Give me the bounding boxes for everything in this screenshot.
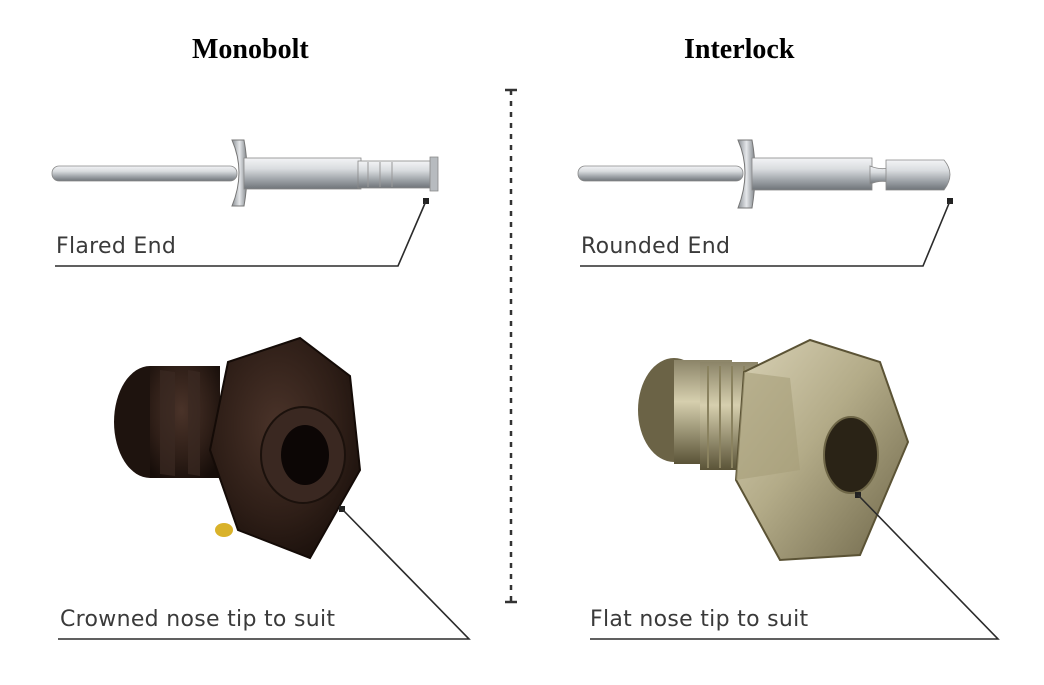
monobolt-title: Monobolt <box>192 34 309 65</box>
interlock-nose-tip-image <box>638 338 910 562</box>
flared-end-label: Flared End <box>56 234 177 259</box>
rounded-end-label: Rounded End <box>581 234 731 259</box>
monobolt-rivet-image <box>51 139 439 207</box>
crowned-nose-leader <box>58 506 471 640</box>
center-divider <box>505 88 517 604</box>
flat-nose-tip-label: Flat nose tip to suit <box>590 607 809 632</box>
flared-end-leader <box>55 198 429 267</box>
crowned-nose-tip-label: Crowned nose tip to suit <box>60 607 336 632</box>
monobolt-nose-tip-image <box>114 336 362 560</box>
rounded-end-leader <box>580 198 953 267</box>
interlock-title: Interlock <box>684 34 795 65</box>
interlock-rivet-image <box>577 139 951 209</box>
flat-nose-leader <box>590 492 1000 640</box>
